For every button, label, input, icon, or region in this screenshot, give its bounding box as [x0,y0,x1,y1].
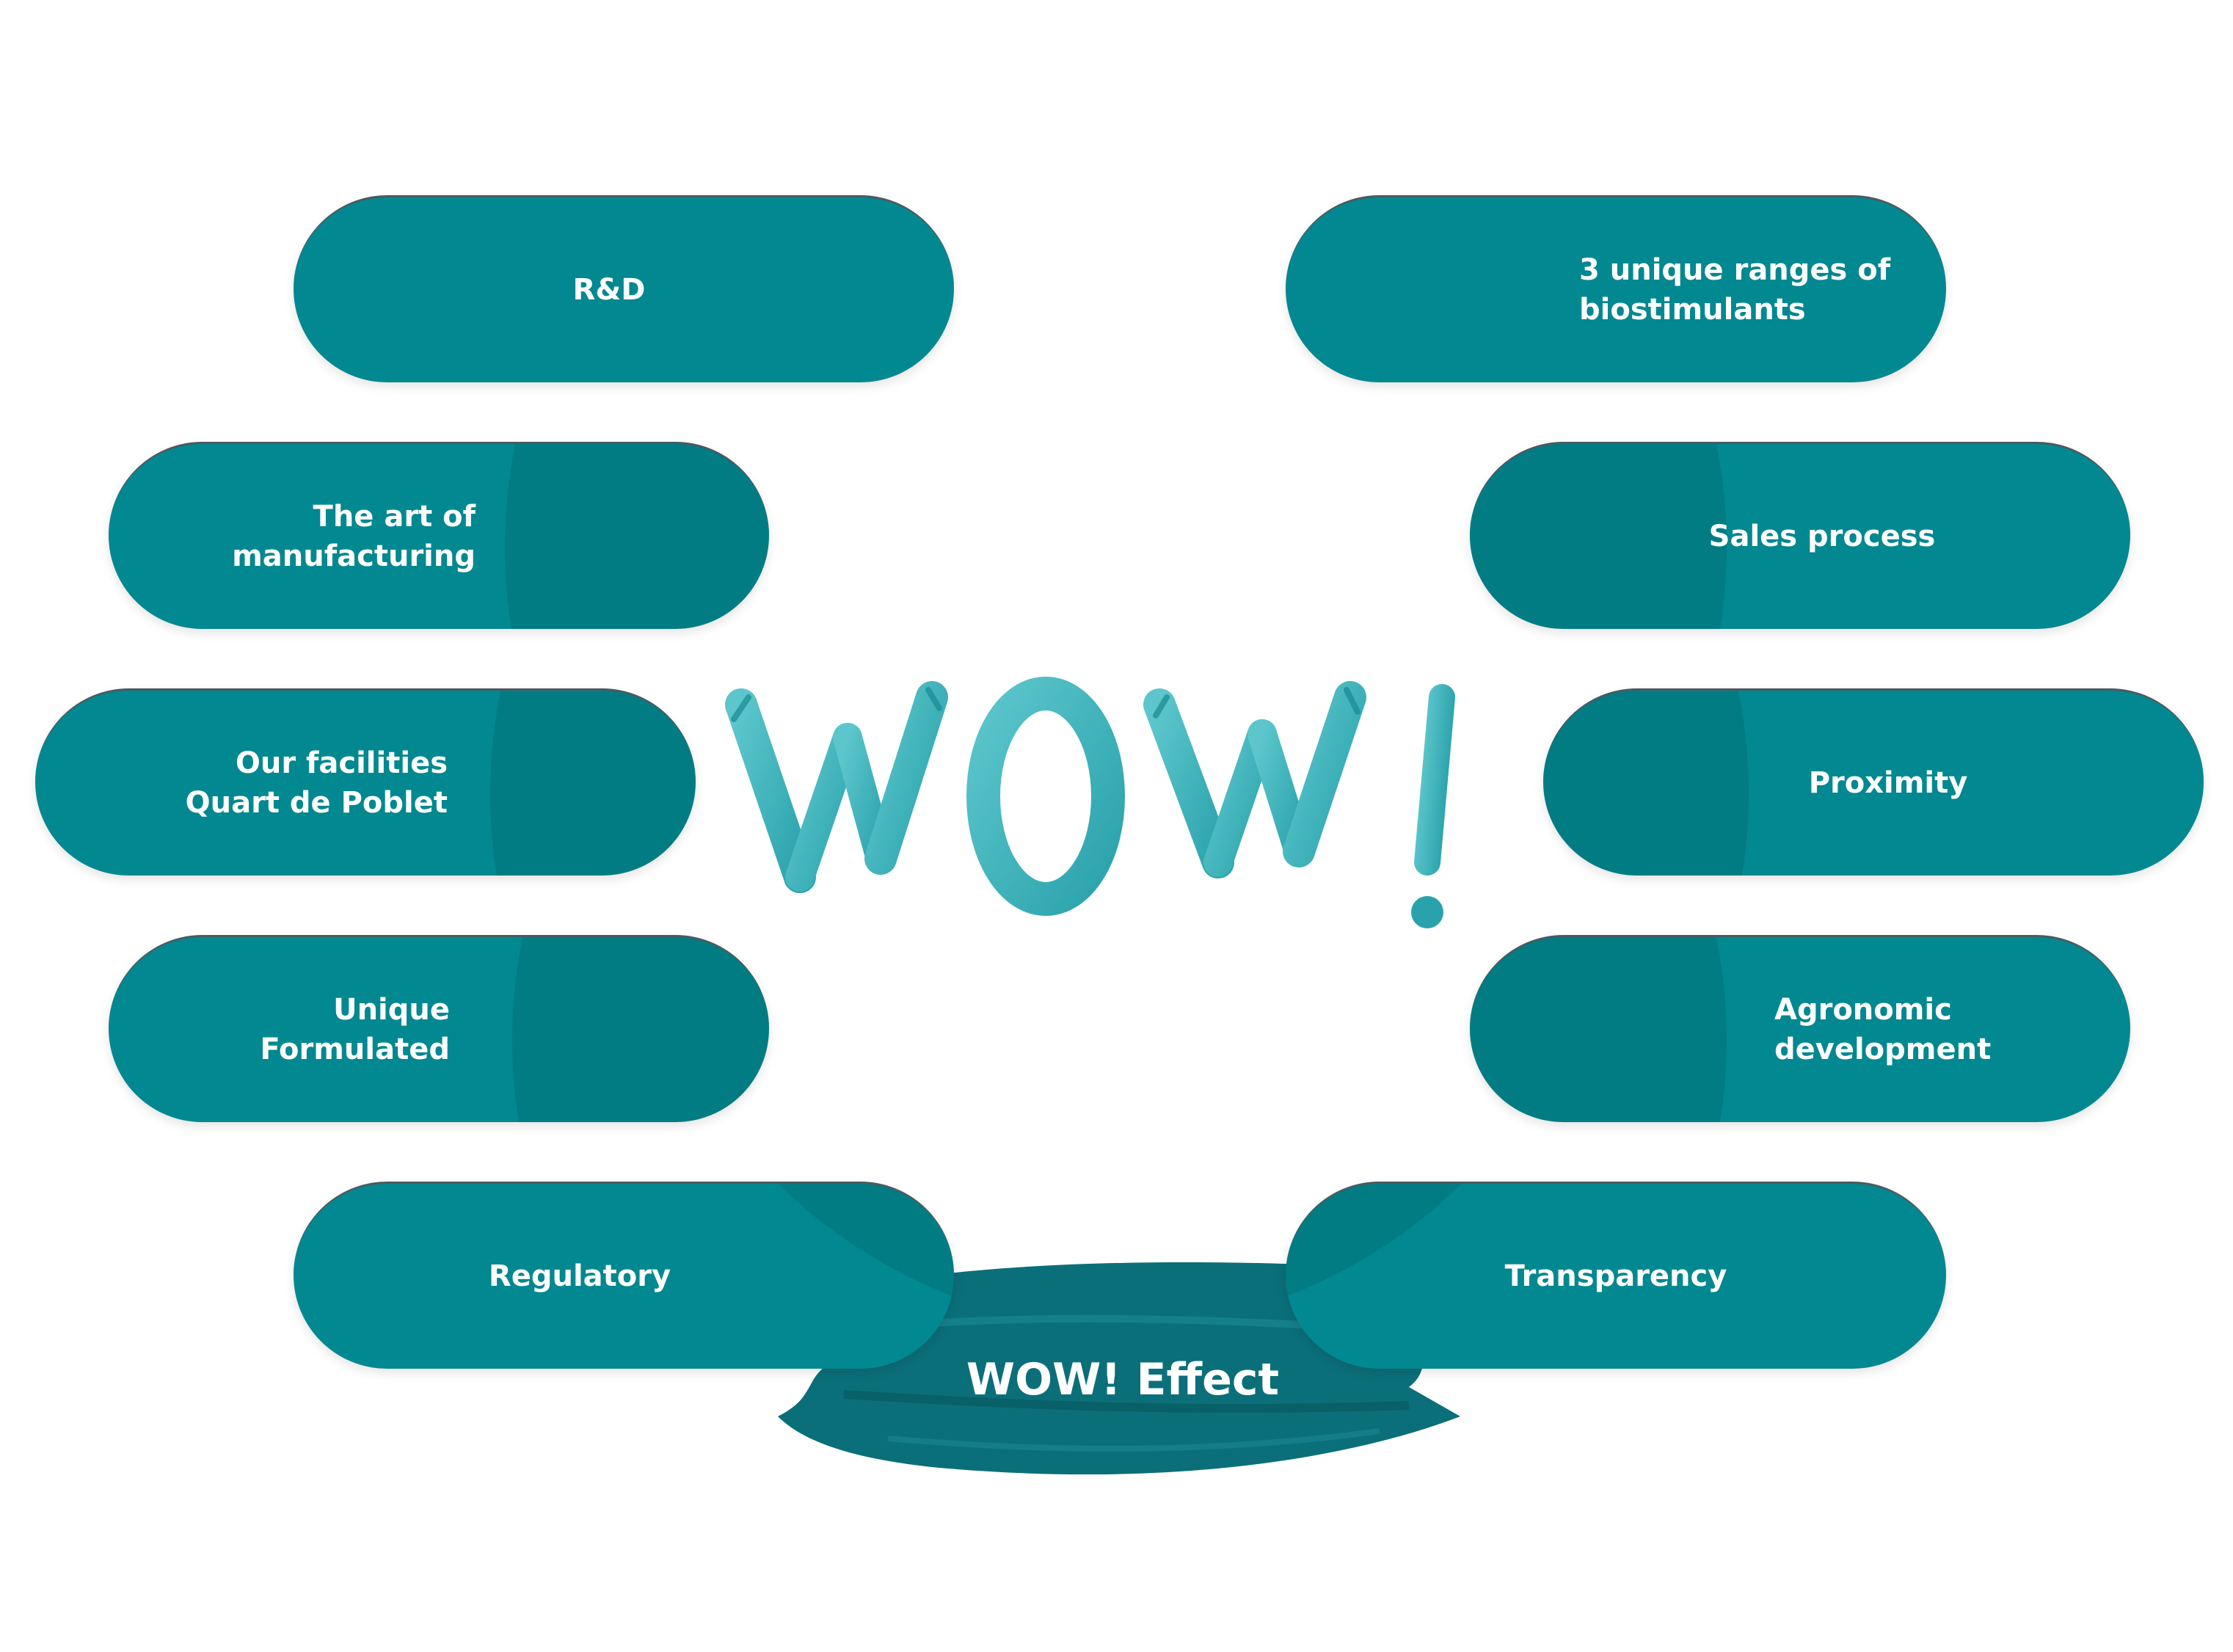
pill-label-art-of-manufacturing: The art of manufacturing [232,500,476,573]
pill-label-unique-formulated: Unique Formulated [260,993,450,1066]
pill-label-agronomic-development: Agronomic development [1774,993,1992,1066]
pill-unique-ranges: 3 unique ranges of biostimulants [1286,195,1946,382]
wow-effect-label: WOW! Effect [966,1354,1280,1405]
pill-label-sales-process: Sales process [1708,520,1936,553]
pill-label-rd: R&D [572,273,646,307]
wow-headline-art [725,677,1455,928]
pill-label-proximity: Proximity [1808,766,1968,800]
pill-regulatory: Regulatory [294,1182,954,1369]
pill-shade [1470,937,1727,1122]
pill-proximity: Proximity [1543,688,2204,876]
pill-shade [1543,691,1749,876]
pill-agronomic-development: Agronomic development [1470,935,2130,1122]
pill-art-of-manufacturing: The art of manufacturing [109,442,769,629]
pill-transparency: Transparency [1286,1182,1946,1369]
brush-stroke [778,1262,1460,1475]
pill-our-facilities: Our facilities Quart de Poblet [35,688,696,876]
pill-rd: R&D [294,195,954,382]
pill-shade [512,937,769,1122]
pill-shade [1470,444,1727,629]
pill-sales-process: Sales process [1470,442,2130,629]
pill-label-unique-ranges: 3 unique ranges of biostimulants [1579,253,1891,327]
pill-shade [1286,359,1616,382]
pill-label-transparency: Transparency [1504,1259,1727,1293]
pill-shade [505,444,769,629]
pill-shade [490,691,696,876]
pill-unique-formulated: Unique Formulated [109,935,769,1122]
pill-label-our-facilities: Our facilities Quart de Poblet [185,746,448,820]
pill-label-regulatory: Regulatory [488,1259,671,1293]
